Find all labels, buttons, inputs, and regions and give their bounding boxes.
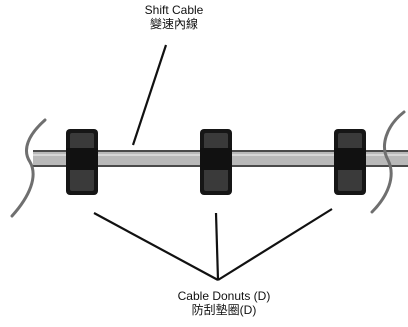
shift-cable-label: Shift Cable 變速內線 — [114, 3, 234, 31]
cable-donut-left — [66, 129, 98, 195]
shift-cable-label-en: Shift Cable — [144, 3, 204, 17]
donut-leader-lines — [93, 208, 333, 281]
shift-cable-label-zh: 變速內線 — [149, 17, 198, 31]
right-break-mark — [370, 110, 406, 214]
cable-donut-middle — [200, 129, 232, 195]
shift-cable-leader-line — [131, 44, 168, 146]
cable-donuts-label-en: Cable Donuts (D) — [177, 289, 271, 303]
cable-donuts-label-zh: 防刮墊圈(D) — [191, 303, 257, 317]
cable-donuts-label: Cable Donuts (D) 防刮墊圈(D) — [144, 289, 304, 317]
left-break-mark — [10, 118, 47, 218]
cable-donut-right — [334, 129, 366, 195]
